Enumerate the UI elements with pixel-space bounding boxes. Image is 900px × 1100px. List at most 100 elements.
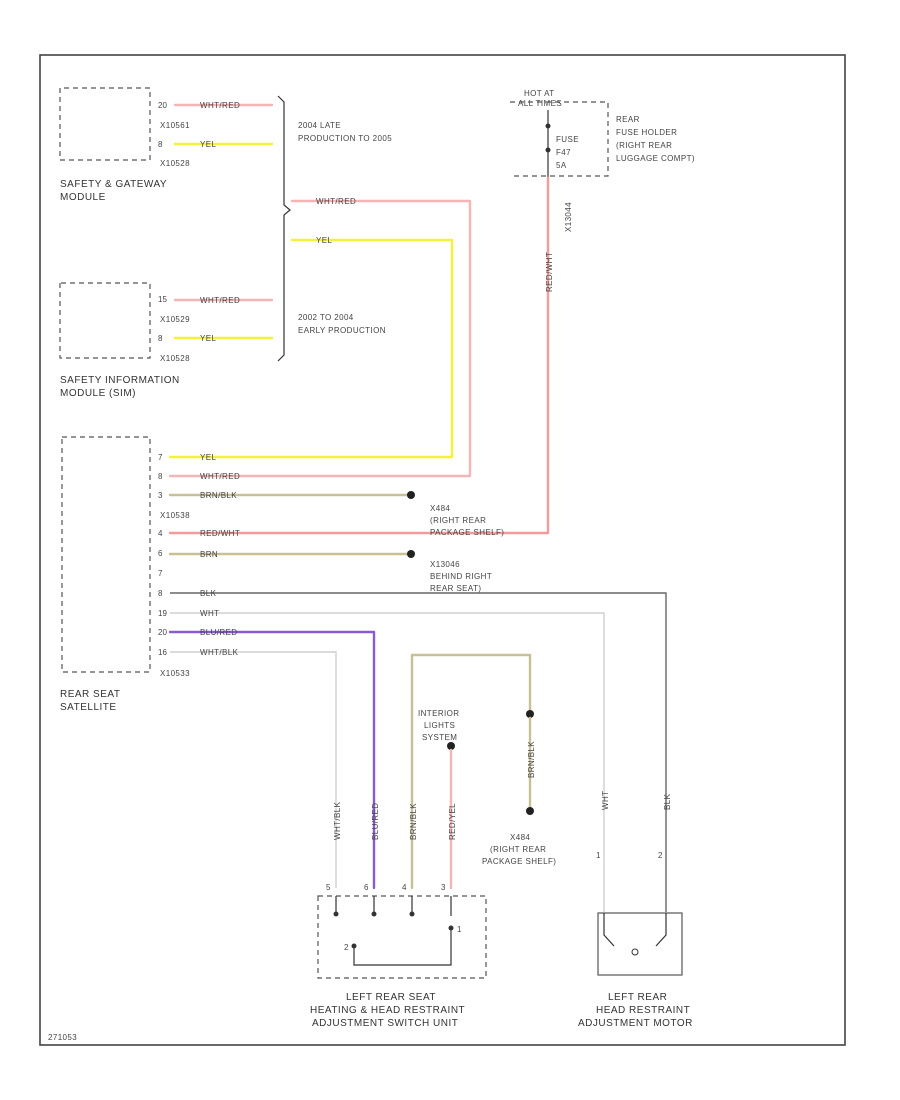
rss-pin-3: 3 <box>158 491 163 500</box>
note-early-1: 2002 TO 2004 <box>298 313 354 322</box>
rss-pin-1: 7 <box>158 453 163 462</box>
ground-2-line1: X13046 <box>430 560 460 569</box>
sgm-pin-2: 8 <box>158 140 163 149</box>
motor-pin-1: 1 <box>596 851 601 860</box>
rss-pin-5: 6 <box>158 549 163 558</box>
ground-x484-lower-terminal <box>526 807 534 815</box>
motor-wire-blk-label: BLK <box>663 793 672 810</box>
sgm-wire-yel-label: YEL <box>200 140 216 149</box>
production-bracket <box>277 95 291 362</box>
note-late-2: PRODUCTION TO 2005 <box>298 134 392 143</box>
switch-wire-redyel-label: RED/YEL <box>448 803 457 840</box>
safety-information-module: SAFETY INFORMATION MODULE (SIM) 15 X1052… <box>59 282 190 399</box>
ground-1-line3: PACKAGE SHELF) <box>430 528 504 537</box>
diagram-frame <box>39 54 846 1046</box>
fuse-holder-label-4: LUGGAGE COMPT) <box>616 154 695 163</box>
ground-3-line3: PACKAGE SHELF) <box>482 857 556 866</box>
ground-x484-terminal <box>407 491 415 499</box>
interior-lights-wire-label: BRN/BLK <box>527 741 536 778</box>
fuse-connector: X13044 <box>564 202 573 232</box>
sim-pin-2: 8 <box>158 334 163 343</box>
sim-wire-whtred-label: WHT/RED <box>200 296 240 305</box>
motor-wire-wht-label: WHT <box>601 791 610 810</box>
rss-wire-whtblk-label: WHT/BLK <box>200 648 239 657</box>
sgm-label-2: MODULE <box>60 192 106 203</box>
rss-wire-blured-label: BLU/RED <box>200 628 237 637</box>
rss-wire-yel-label: YEL <box>200 453 216 462</box>
rear-fuse-holder: HOT AT ALL TIMES FUSE F47 5A REAR FUSE H… <box>510 89 695 232</box>
sim-label-1: SAFETY INFORMATION <box>60 375 180 386</box>
fuse-holder-label-2: FUSE HOLDER <box>616 128 677 137</box>
safety-gateway-module: SAFETY & GATEWAY MODULE 20 X10561 8 X105… <box>59 87 190 203</box>
fuse-number: F47 <box>556 148 571 157</box>
switch-pin-6: 2 <box>344 943 349 952</box>
switch-label-3: ADJUSTMENT SWITCH UNIT <box>312 1018 458 1029</box>
interior-lights-label-3: SYSTEM <box>422 733 457 742</box>
rss-wire-wht <box>170 612 605 912</box>
interior-lights-label-1: INTERIOR <box>418 709 459 718</box>
fuse-rating: 5A <box>556 161 567 170</box>
rss-pin-8: 19 <box>158 609 167 618</box>
sim-wire-yel-label: YEL <box>200 334 216 343</box>
sim-pin-1: 15 <box>158 295 167 304</box>
switch-pin-1: 5 <box>326 883 331 892</box>
rss-pin-6: 7 <box>158 569 163 578</box>
sgm-connector-2: X10528 <box>160 159 190 168</box>
fuse-holder-label-1: REAR <box>616 115 640 124</box>
switch-pin-3: 4 <box>402 883 407 892</box>
rss-connector-1: X10538 <box>160 511 190 520</box>
rss-wire-whtblk <box>170 651 337 888</box>
ground-2-line3: REAR SEAT) <box>430 584 481 593</box>
switch-pin-2: 6 <box>364 883 369 892</box>
sim-label-2: MODULE (SIM) <box>60 388 136 399</box>
left-rear-seat-switch-unit: 5 6 4 3 1 2 LEFT REAR SEAT HEATING & HEA… <box>310 883 487 1029</box>
rss-pin-4: 4 <box>158 529 163 538</box>
switch-wire-brnblk-label: BRN/BLK <box>409 803 418 840</box>
rss-label-1: REAR SEAT <box>60 689 120 700</box>
switch-wire-brnblk <box>410 653 532 890</box>
motor-label-3: ADJUSTMENT MOTOR <box>578 1018 693 1029</box>
rss-pin-7: 8 <box>158 589 163 598</box>
sgm-pin-1: 20 <box>158 101 167 110</box>
rear-seat-satellite: REAR SEAT SATELLITE 7 8 3 X10538 4 6 7 8… <box>60 436 190 713</box>
ground-2-line2: BEHIND RIGHT <box>430 572 492 581</box>
rss-label-2: SATELLITE <box>60 702 117 713</box>
rss-wire-blured <box>168 630 376 890</box>
sim-connector-1: X10529 <box>160 315 190 324</box>
rss-wire-whtred-label: WHT/RED <box>200 472 240 481</box>
fuse-hot-1: HOT AT <box>524 89 555 98</box>
motor-label-1: LEFT REAR <box>608 992 667 1003</box>
ground-1-line1: X484 <box>430 504 450 513</box>
rss-wire-brnblk-label: BRN/BLK <box>200 491 237 500</box>
rss-wire-wht-label: WHT <box>200 609 219 618</box>
fuse-hot-2: ALL TIMES <box>518 99 562 108</box>
motor-label-2: HEAD RESTRAINT <box>596 1005 690 1016</box>
rss-wire-blk-label: BLK <box>200 589 217 598</box>
fuse-holder-label-3: (RIGHT REAR <box>616 141 672 150</box>
ground-1-line2: (RIGHT REAR <box>430 516 486 525</box>
interior-lights-connector <box>526 710 534 718</box>
ground-x13046-terminal <box>407 550 415 558</box>
fuse-wire-label: RED/WHT <box>545 252 554 292</box>
fuse-name: FUSE <box>556 135 579 144</box>
rss-pin-10: 16 <box>158 648 167 657</box>
switch-wire-whtblk-label: WHT/BLK <box>333 801 342 840</box>
sim-connector-2: X10528 <box>160 354 190 363</box>
switch-pin-5: 1 <box>457 925 462 934</box>
sgm-wire-whtred-label: WHT/RED <box>200 101 240 110</box>
rss-pin-9: 20 <box>158 628 167 637</box>
switch-label-1: LEFT REAR SEAT <box>346 992 436 1003</box>
rss-wire-redwht-label: RED/WHT <box>200 529 240 538</box>
motor-pin-2: 2 <box>658 851 663 860</box>
bus-wire-whtred <box>168 199 472 478</box>
rss-connector-2: X10533 <box>160 669 190 678</box>
switch-pin-4: 3 <box>441 883 446 892</box>
ground-3-line2: (RIGHT REAR <box>490 845 546 854</box>
rss-wire-brn-label: BRN <box>200 550 218 559</box>
interior-lights-label-2: LIGHTS <box>424 721 455 730</box>
note-early-2: EARLY PRODUCTION <box>298 326 386 335</box>
left-rear-head-restraint-motor: 1 2 LEFT REAR HEAD RESTRAINT ADJUSTMENT … <box>578 851 693 1029</box>
switch-wire-blured-label: BLU/RED <box>371 803 380 840</box>
bus-wire-whtred-label: WHT/RED <box>316 197 356 206</box>
